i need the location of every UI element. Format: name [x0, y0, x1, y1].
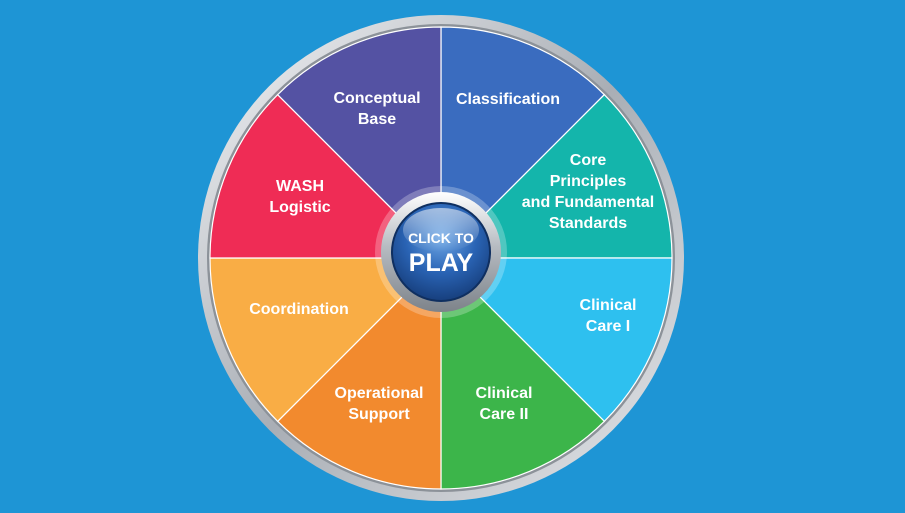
segment-label-line: Clinical: [476, 385, 533, 402]
play-button-line1: CLICK TO: [408, 230, 474, 246]
segment-clinical-care-1[interactable]: [439, 257, 673, 423]
segment-label-line: Support: [348, 406, 410, 423]
segment-label-line: Care II: [480, 406, 529, 423]
segment-label-line: Operational: [335, 385, 424, 402]
segment-label-wash-logistic: WASH Logistic: [269, 178, 330, 216]
segment-operational-support[interactable]: [276, 256, 442, 490]
segment-coordination[interactable]: [209, 257, 443, 423]
segment-label-line: Principles: [550, 173, 627, 190]
segment-clinical-care-2[interactable]: [440, 256, 606, 490]
wheel-segments: [209, 26, 673, 490]
segment-core-principles[interactable]: [439, 93, 673, 259]
segment-label-coordination: Coordination: [249, 301, 349, 318]
play-button-line2: PLAY: [409, 249, 474, 277]
segment-label-classification: Classification: [456, 91, 560, 108]
segment-label-line: Coordination: [249, 301, 349, 318]
segment-label-line: WASH: [276, 178, 324, 195]
segment-label-line: Core: [570, 152, 607, 169]
play-button-gloss: [403, 208, 479, 252]
segment-wash-logistic[interactable]: [209, 93, 443, 259]
segment-label-line: and Fundamental: [522, 194, 654, 211]
segment-label-line: Logistic: [269, 199, 330, 216]
segment-label-line: Care I: [586, 318, 630, 335]
segment-classification[interactable]: [440, 26, 606, 260]
segment-label-line: Standards: [549, 215, 627, 232]
click-to-play-button[interactable]: CLICK TO PLAY: [375, 186, 507, 318]
segment-label-line: Conceptual: [333, 90, 420, 107]
segment-label-line: Base: [358, 111, 396, 128]
segment-conceptual-base[interactable]: [276, 26, 442, 260]
segment-label-line: Clinical: [580, 297, 637, 314]
segment-label-line: Classification: [456, 91, 560, 108]
